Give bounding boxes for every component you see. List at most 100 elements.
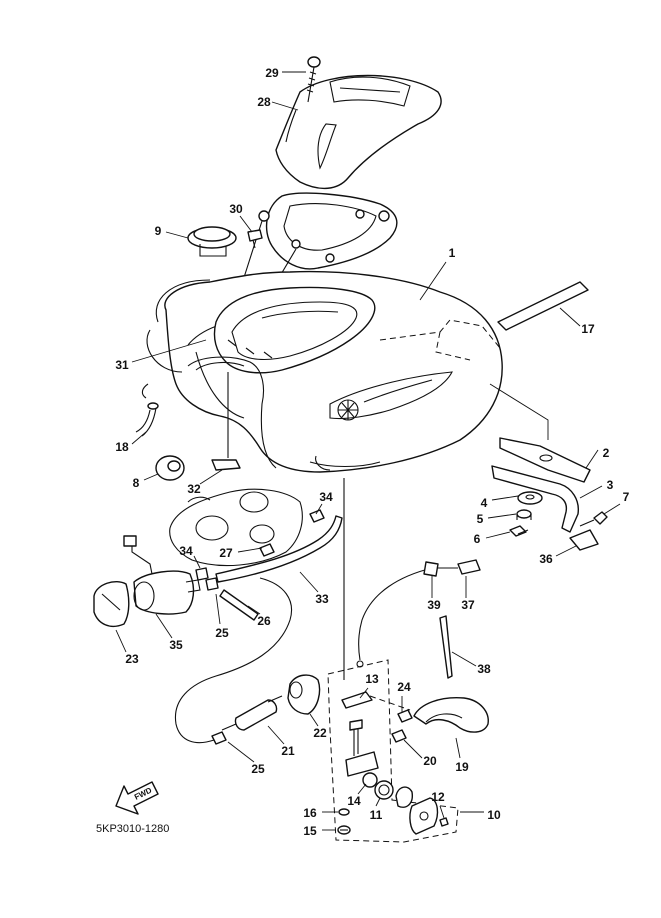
screw: [247, 229, 263, 249]
leader-line: [309, 713, 319, 727]
callout-number: 38: [477, 662, 491, 676]
callout-number: 30: [229, 202, 243, 216]
callout-number: 15: [303, 824, 317, 838]
callout-number: 18: [115, 440, 129, 454]
cock-cover: [409, 797, 439, 835]
clip: [569, 529, 599, 551]
leader-line: [419, 261, 447, 301]
leader-line: [239, 215, 253, 233]
callout-number: 24: [397, 680, 411, 694]
leader-line: [131, 431, 147, 445]
callout-number: 3: [607, 478, 614, 492]
leader-line: [375, 797, 381, 807]
leader-line: [403, 739, 423, 759]
fuel-pump-unit: [287, 674, 321, 715]
callout-number: 11: [370, 808, 383, 822]
leader-line: [215, 593, 221, 625]
filter-screen: [395, 786, 413, 808]
fwd-arrow-icon: FWD: [115, 781, 159, 815]
rear-bracket: [499, 437, 591, 483]
leader-line: [357, 783, 367, 795]
leader-line: [487, 513, 517, 519]
pump-cover: [93, 580, 130, 628]
gasket: [187, 356, 277, 469]
leader-line: [227, 741, 255, 763]
leader-line: [199, 469, 223, 485]
callout-number: 27: [219, 546, 233, 560]
callout-number: 20: [423, 754, 437, 768]
callout-number: 28: [257, 95, 271, 109]
callout-number: 39: [427, 598, 441, 612]
hose-clamp: [205, 577, 219, 591]
callout-number: 8: [133, 476, 140, 490]
leader-line: [165, 231, 189, 239]
leader-line: [193, 555, 201, 569]
bolt: [579, 511, 608, 527]
hose-clamp: [211, 731, 227, 745]
callout-number: 33: [315, 592, 329, 606]
leader-line: [271, 101, 299, 111]
callout-labels: 1234567891011121314151617181920212223242…: [115, 66, 629, 838]
fuel-tank: [146, 270, 503, 473]
callout-number: 36: [539, 552, 553, 566]
callout-number: 10: [487, 808, 501, 822]
callout-number: 34: [319, 490, 333, 504]
fuel-hose: [219, 589, 259, 621]
leader-line: [485, 531, 511, 539]
damper-pad: [211, 372, 241, 471]
leader-line: [115, 629, 127, 653]
callout-number: 7: [623, 490, 630, 504]
callout-number: 4: [481, 496, 488, 510]
leader-line: [491, 495, 519, 501]
plate: [341, 691, 373, 709]
fuel-cock: [345, 719, 379, 777]
rubber-strip: [497, 281, 589, 331]
callout-number: 22: [313, 726, 327, 740]
leader-line: [559, 307, 581, 327]
leader-line: [603, 503, 621, 515]
callout-number: 35: [169, 638, 183, 652]
callout-number: 14: [347, 794, 361, 808]
leader-line: [299, 571, 319, 593]
bolt: [306, 56, 321, 103]
screw: [439, 817, 449, 827]
callout-number: 37: [461, 598, 475, 612]
diagram-code: 5KP3010-1280: [96, 823, 169, 835]
callout-number: 2: [603, 446, 610, 460]
cable-tie: [439, 615, 453, 679]
leader-line: [237, 547, 263, 553]
screw: [337, 825, 351, 835]
leader-line: [315, 503, 323, 515]
hose-clamp: [309, 509, 325, 523]
canister-box: [169, 488, 303, 567]
callout-number: 31: [115, 358, 129, 372]
callout-number: 1: [449, 246, 456, 260]
fuel-cap: [187, 226, 237, 257]
callout-number: 21: [281, 744, 295, 758]
callout-number: 16: [303, 806, 317, 820]
meter-bracket: [239, 192, 398, 331]
fuel-hose: [215, 515, 343, 583]
fuel-filter: [221, 695, 283, 731]
callout-number: 6: [474, 532, 481, 546]
callout-number: 17: [581, 322, 595, 336]
damper: [155, 455, 185, 481]
leader-line: [247, 605, 261, 615]
leader-line: [579, 485, 603, 499]
fuel-pump: [133, 570, 201, 615]
callout-number: 19: [455, 760, 469, 774]
o-ring: [362, 772, 378, 788]
callout-number: 9: [155, 224, 162, 238]
drain-hose: [135, 383, 159, 437]
hose-clamp: [391, 729, 407, 743]
callout-number: 26: [257, 614, 271, 628]
callout-number: 29: [265, 66, 279, 80]
hose-clamp: [195, 567, 209, 581]
leader-line: [155, 613, 173, 639]
washer: [338, 808, 350, 816]
callout-number: 32: [187, 482, 201, 496]
leader-line: [131, 339, 207, 363]
tank-top-cover: [275, 74, 442, 189]
callout-number: 25: [251, 762, 265, 776]
